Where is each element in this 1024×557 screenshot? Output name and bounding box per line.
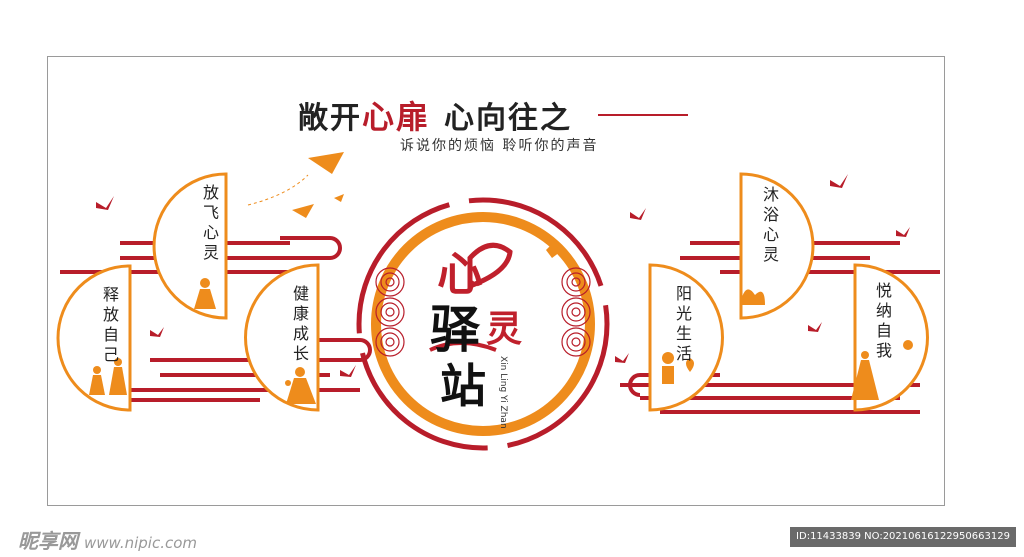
heart-icon bbox=[686, 358, 694, 372]
silhouettes bbox=[89, 278, 913, 404]
emblem-inner-ring bbox=[371, 212, 595, 436]
kid-icon bbox=[662, 352, 674, 364]
logo-url: www.nipic.com bbox=[84, 534, 198, 552]
panel-label-jian-kang: 健康成长 bbox=[290, 285, 309, 365]
bird-icon bbox=[830, 174, 848, 188]
heart-icon bbox=[740, 289, 765, 305]
title-part3: 心向往之 bbox=[444, 101, 573, 136]
bird-icon bbox=[150, 327, 164, 337]
title-highlight: 心扉 bbox=[362, 98, 431, 136]
paper-planes bbox=[292, 152, 344, 218]
emblem-outer-ring bbox=[356, 197, 610, 451]
panel-label-shi-fang: 释放自己 bbox=[100, 286, 119, 366]
bird-icon bbox=[630, 208, 646, 220]
parent-icon bbox=[295, 367, 305, 377]
emblem-pinyin: Xin Ling Yi Zhan bbox=[498, 356, 508, 429]
panel-shi-fang bbox=[56, 264, 132, 412]
paper-plane-icon bbox=[334, 194, 344, 202]
panel-mu-yu bbox=[739, 172, 815, 320]
emblem-char-zhan: 站 bbox=[440, 359, 486, 413]
bird-icon bbox=[615, 353, 629, 363]
panel-label-mu-yu: 沐浴心灵 bbox=[760, 186, 779, 266]
butterfly-icon bbox=[546, 242, 560, 258]
emblem-wave-patterns bbox=[375, 267, 591, 357]
flower-icon bbox=[903, 340, 913, 350]
logo-text: 昵享网 bbox=[18, 529, 78, 553]
girl-icon bbox=[200, 278, 210, 288]
panel-label-yang-guang: 阳光生活 bbox=[673, 285, 692, 365]
page-subtitle: 诉说你的烦恼 聆听你的声音 bbox=[400, 138, 599, 154]
site-logo[interactable]: 昵享网 www.nipic.com bbox=[18, 525, 197, 554]
emblem-char-xin: 心 bbox=[437, 247, 483, 301]
panel-label-yue-na: 悦纳自我 bbox=[873, 282, 892, 362]
child-icon bbox=[93, 366, 101, 374]
baby-icon bbox=[285, 380, 291, 386]
emblem-char-ling: 灵 bbox=[486, 309, 523, 350]
paper-plane-icon bbox=[308, 152, 344, 174]
brush-stroke bbox=[429, 341, 497, 352]
heart-icon bbox=[467, 242, 513, 290]
birds bbox=[96, 174, 910, 377]
image-id-watermark: ID:11433839 NO:20210616122950663129 bbox=[790, 527, 1016, 547]
bird-icon bbox=[340, 365, 356, 377]
page-title: 敞开心扉心向往之 bbox=[298, 92, 572, 138]
paper-plane-icon bbox=[292, 204, 314, 218]
flight-path bbox=[247, 174, 309, 206]
title-part1: 敞开 bbox=[298, 101, 362, 136]
bird-icon bbox=[808, 322, 822, 332]
panel-yue-na bbox=[853, 263, 929, 412]
bird-icon bbox=[96, 196, 114, 210]
bird-icon bbox=[896, 227, 910, 237]
child-icon bbox=[114, 358, 122, 366]
panel-label-fang-fei: 放飞心灵 bbox=[200, 184, 219, 264]
ballerina-icon bbox=[861, 351, 869, 359]
emblem-char-yi: 驿 bbox=[430, 301, 480, 359]
